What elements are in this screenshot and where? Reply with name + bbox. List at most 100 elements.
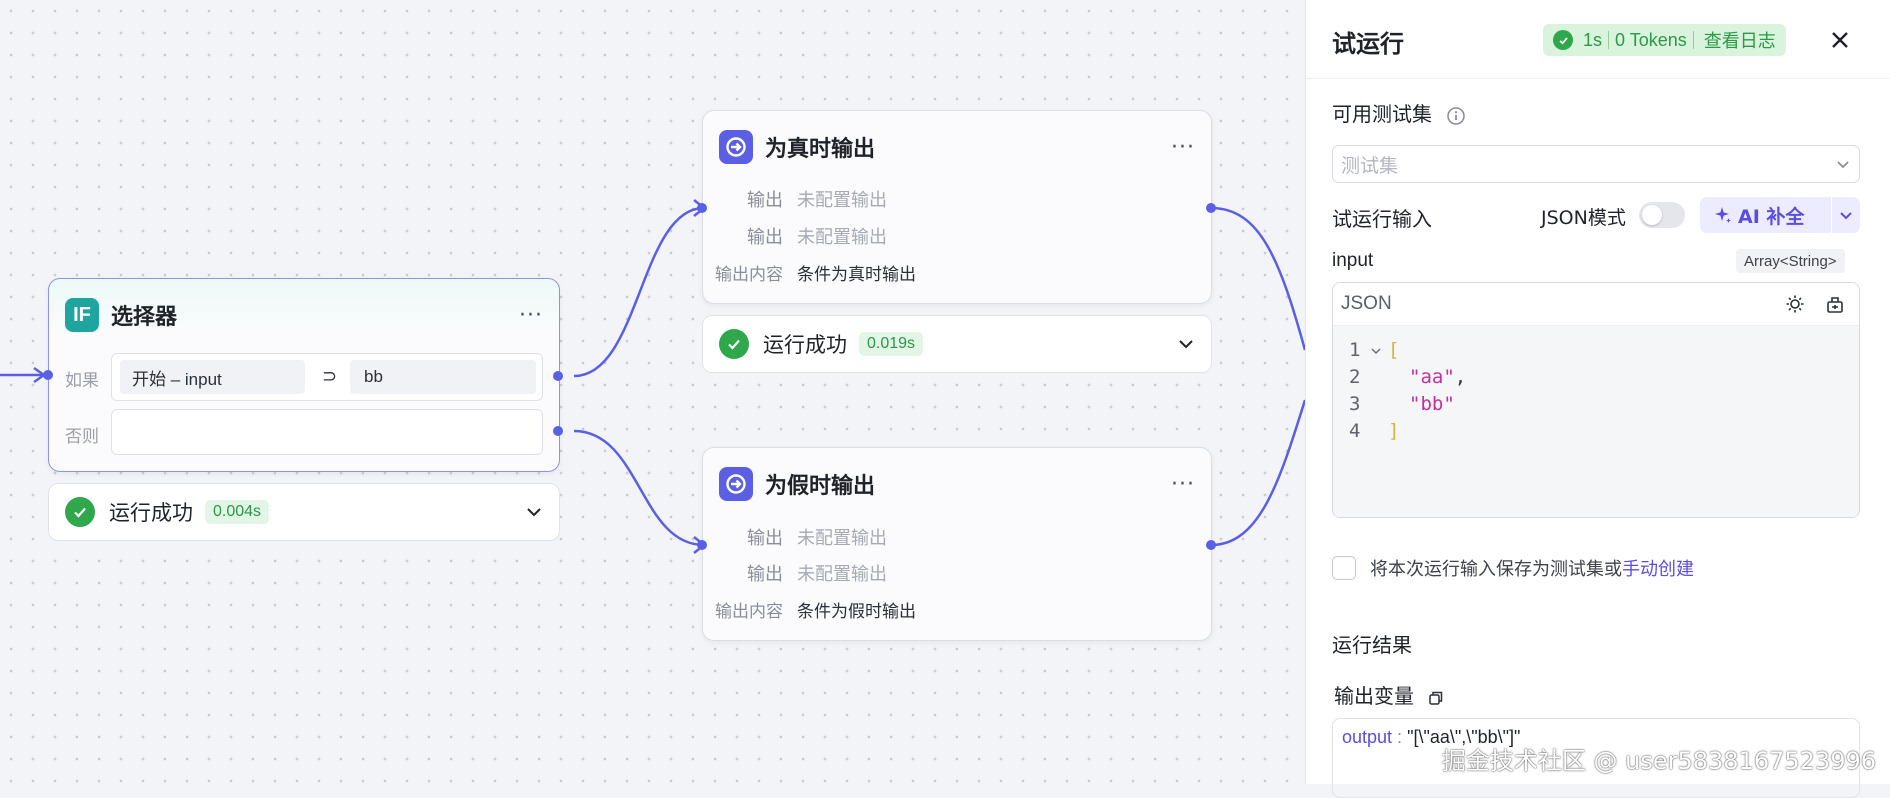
output-value: "[\"aa\",\"bb\"]" xyxy=(1407,727,1521,747)
true-node-status-bar[interactable]: 运行成功 0.019s xyxy=(702,315,1212,373)
line-number: 3 xyxy=(1349,393,1361,415)
ai-complete-button[interactable]: AI 补全 xyxy=(1700,197,1860,233)
sparkle-icon xyxy=(1715,207,1731,223)
badge-divider xyxy=(1608,31,1610,49)
testset-label: 可用测试集 xyxy=(1332,98,1466,127)
more-icon[interactable]: ··· xyxy=(1171,134,1195,160)
selector-node[interactable]: IF 选择器 ··· 如果 开始 – input ⊃ bb 否则 xyxy=(48,278,560,472)
info-icon[interactable] xyxy=(1446,106,1466,126)
close-icon[interactable] xyxy=(1826,26,1854,54)
if-condition-box[interactable]: 开始 – input ⊃ bb xyxy=(111,353,543,401)
false-node-output-port[interactable] xyxy=(1206,540,1216,550)
testset-label-text: 可用测试集 xyxy=(1332,102,1432,126)
code-close-bracket: ] xyxy=(1388,420,1400,442)
true-node-status-text: 运行成功 xyxy=(763,333,847,357)
true-node-output-port[interactable] xyxy=(1206,203,1216,213)
output-variables-box: output : "[\"aa\",\"bb\"]" xyxy=(1332,718,1860,798)
save-testset-checkbox[interactable] xyxy=(1332,556,1356,580)
more-icon[interactable]: ··· xyxy=(519,302,543,328)
test-run-panel: 试运行 1s 0 Tokens 查看日志 可用测试集 测试集 试运行输入 JSO… xyxy=(1305,0,1890,798)
selector-if-output-port[interactable] xyxy=(553,371,563,381)
selector-status-bar[interactable]: 运行成功 0.004s xyxy=(48,483,560,541)
row-key: 输出 xyxy=(747,190,783,211)
view-log-link[interactable]: 查看日志 xyxy=(1703,31,1776,52)
row-value: 未配置输出 xyxy=(797,190,887,211)
code-open-bracket: [ xyxy=(1388,339,1400,361)
row-value: 条件为假时输出 xyxy=(797,602,916,622)
badge-divider xyxy=(1692,31,1694,49)
false-node-row: 输出内容 条件为假时输出 xyxy=(703,597,916,622)
row-key: 输出内容 xyxy=(715,602,783,622)
save-testset-text: 将本次运行输入保存为测试集或 xyxy=(1370,559,1622,580)
code-comma: , xyxy=(1454,366,1467,388)
output-vars-text: 输出变量 xyxy=(1334,684,1414,708)
true-node-time-chip: 0.019s xyxy=(859,332,924,356)
row-value: 未配置输出 xyxy=(797,227,887,248)
editor-tools xyxy=(1785,294,1845,314)
more-icon[interactable]: ··· xyxy=(1171,471,1195,497)
toggle-knob xyxy=(1642,205,1662,225)
line-number: 4 xyxy=(1349,420,1361,442)
row-key: 输出 xyxy=(747,528,783,549)
input-variable-name: input xyxy=(1332,250,1374,271)
true-node-header: 为真时输出 ··· xyxy=(719,127,1195,167)
chevron-down-icon xyxy=(1840,212,1852,220)
workflow-canvas[interactable]: IF 选择器 ··· 如果 开始 – input ⊃ bb 否则 运行成功 0.… xyxy=(0,0,1305,784)
chevron-down-icon[interactable] xyxy=(1177,335,1195,353)
editor-body[interactable]: 1 [ 2 "aa", 3 "bb" 4 ] xyxy=(1333,326,1859,517)
output-vars-label: 输出变量 xyxy=(1334,680,1444,709)
row-value: 未配置输出 xyxy=(797,564,887,585)
success-check-icon xyxy=(1553,30,1573,50)
row-key: 输出内容 xyxy=(715,265,783,285)
output-key: output xyxy=(1342,727,1393,747)
selector-node-title: 选择器 xyxy=(111,305,178,330)
ai-complete-main[interactable]: AI 补全 xyxy=(1700,197,1831,233)
output-node-icon xyxy=(719,467,753,501)
code-string: "bb" xyxy=(1409,393,1455,415)
row-key: 输出 xyxy=(747,564,783,585)
row-value: 条件为真时输出 xyxy=(797,265,916,285)
watermark: 掘金技术社区 @ user5838167523996 xyxy=(1441,747,1876,775)
output-separator: : xyxy=(1392,727,1408,747)
run-time: 1s xyxy=(1583,29,1603,50)
left-operand-chip[interactable]: 开始 – input xyxy=(120,360,305,394)
run-input-label: 试运行输入 xyxy=(1332,207,1432,231)
fold-chevron-icon[interactable] xyxy=(1370,345,1382,357)
panel-title: 试运行 xyxy=(1332,30,1404,58)
false-node-row: 输出 未配置输出 xyxy=(703,524,887,550)
selector-time-chip: 0.004s xyxy=(205,500,270,524)
right-operand-chip[interactable]: bb xyxy=(350,360,536,394)
json-mode-toggle[interactable] xyxy=(1639,202,1685,228)
true-node-input-port[interactable] xyxy=(697,203,707,213)
code-line-2: "aa", xyxy=(1409,366,1466,388)
input-type-chip: Array<String> xyxy=(1736,249,1845,273)
selector-else-output-port[interactable] xyxy=(553,426,563,436)
json-editor[interactable]: JSON 1 [ 2 "aa", 3 "bb" 4 ] xyxy=(1332,282,1860,518)
chevron-down-icon xyxy=(1837,161,1849,169)
output-node-icon xyxy=(719,130,753,164)
true-node-row: 输出内容 条件为真时输出 xyxy=(703,260,916,285)
operator-symbol[interactable]: ⊃ xyxy=(322,366,338,387)
copy-icon[interactable] xyxy=(1428,690,1444,706)
row-value: 未配置输出 xyxy=(797,528,887,549)
manual-create-link[interactable]: 手动创建 xyxy=(1622,559,1694,580)
json-mode-label: JSON模式 xyxy=(1541,207,1626,229)
true-output-node[interactable]: 为真时输出 ··· 输出 未配置输出 输出 未配置输出 输出内容 条件为真时输出 xyxy=(702,110,1212,304)
run-result-label: 运行结果 xyxy=(1332,633,1412,657)
line-number: 2 xyxy=(1349,366,1361,388)
run-tokens: 0 Tokens xyxy=(1615,29,1687,50)
false-output-node[interactable]: 为假时输出 ··· 输出 未配置输出 输出 未配置输出 输出内容 条件为假时输出 xyxy=(702,447,1212,641)
theme-sun-icon[interactable] xyxy=(1785,294,1805,314)
format-icon[interactable] xyxy=(1825,294,1845,314)
selector-input-port[interactable] xyxy=(43,370,53,380)
if-icon: IF xyxy=(65,298,99,332)
testset-select[interactable]: 测试集 xyxy=(1332,145,1860,183)
chevron-down-icon[interactable] xyxy=(525,503,543,521)
true-node-row: 输出 未配置输出 xyxy=(703,223,887,249)
false-node-header: 为假时输出 ··· xyxy=(719,464,1195,504)
false-node-input-port[interactable] xyxy=(697,540,707,550)
ai-complete-dropdown[interactable] xyxy=(1831,197,1860,233)
else-label: 否则 xyxy=(65,427,99,447)
else-condition-box[interactable] xyxy=(111,409,543,455)
selector-node-header: IF 选择器 ··· xyxy=(65,295,543,335)
